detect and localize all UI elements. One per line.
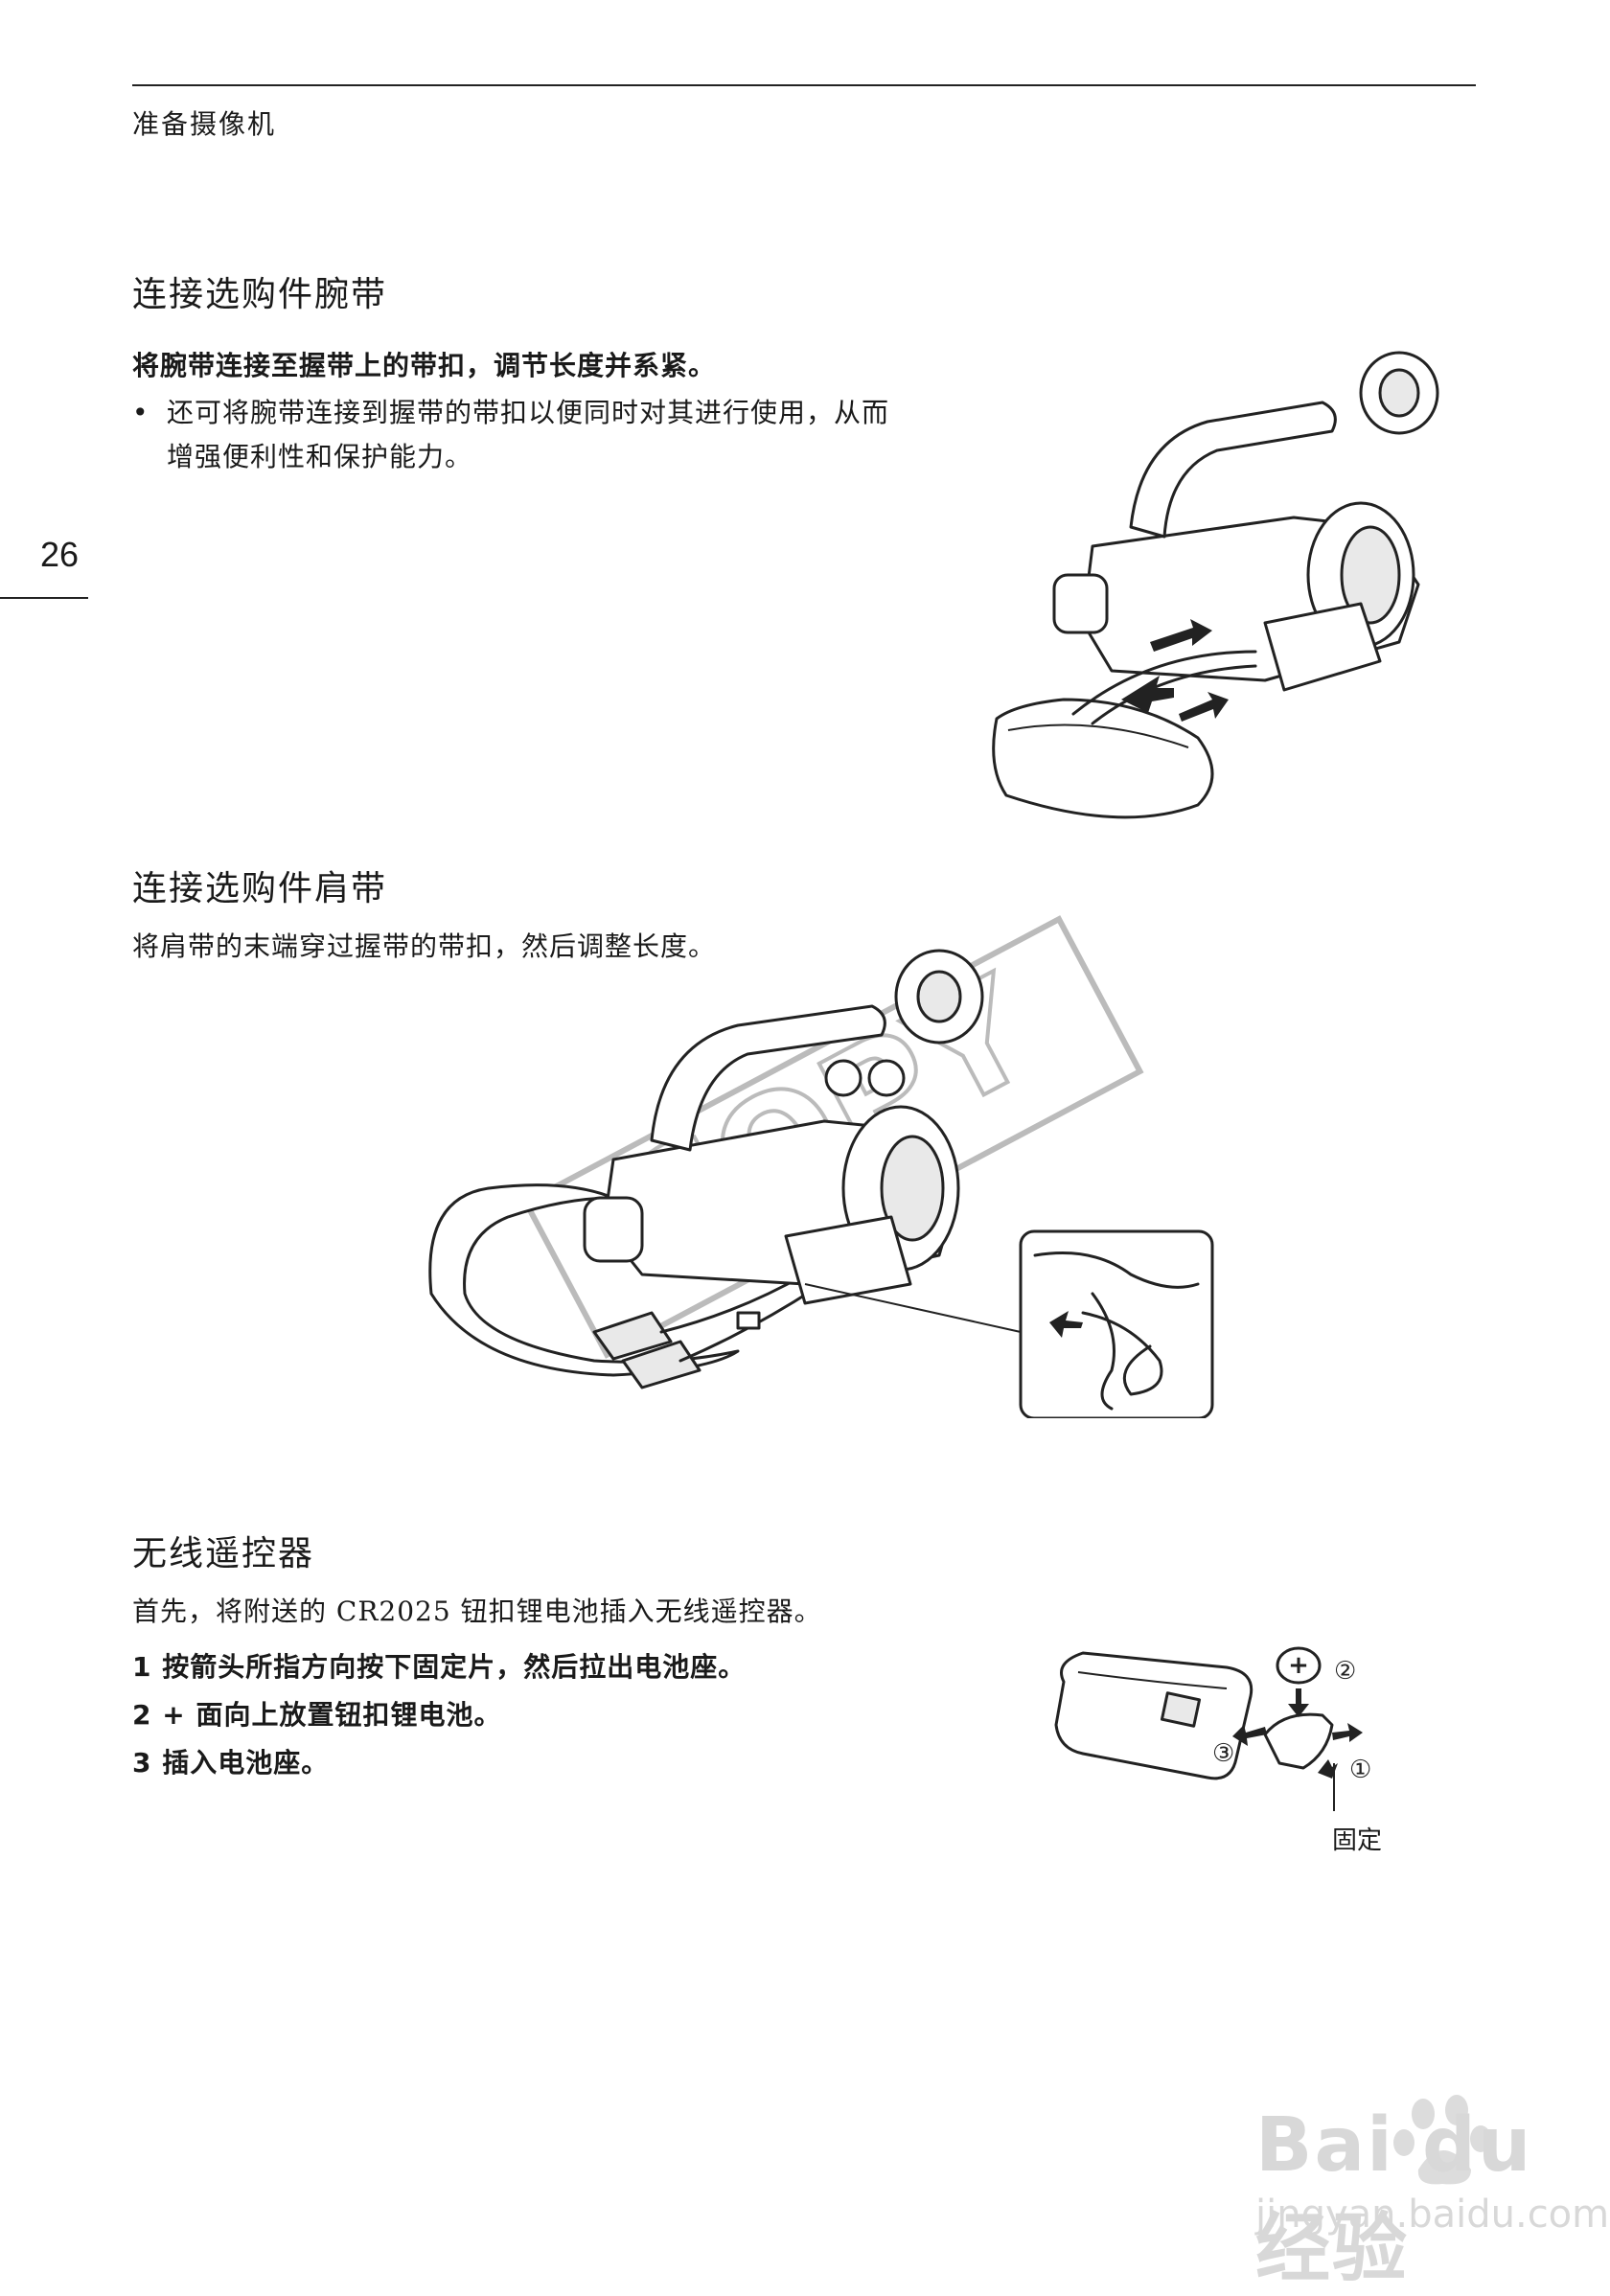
- baidu-watermark: Bai du 经验 jingyan.baidu.com: [1150, 2093, 1609, 2292]
- shoulder-strap-heading: 连接选购件肩带: [132, 869, 388, 908]
- fix-tab-label: 固定: [1332, 1826, 1383, 1855]
- shoulder-strap-illustration: COPY: [428, 915, 1214, 1418]
- running-header: 准备摄像机: [132, 108, 277, 140]
- page-number-rule: [0, 597, 88, 599]
- bullet-line-1: 还可将腕带连接到握带的带扣以便同时对其进行使用，从而: [167, 397, 890, 428]
- callout-3: ③: [1212, 1739, 1234, 1768]
- callout-1: ①: [1349, 1756, 1371, 1784]
- remote-step-2: 2 + 面向上放置钮扣锂电池。: [132, 1699, 502, 1731]
- header-rule: [132, 84, 1476, 86]
- battery-plus-sign: +: [1288, 1651, 1309, 1680]
- wrist-strap-instruction: 将腕带连接至握带上的带扣，调节长度并系紧。: [132, 350, 717, 381]
- remote-step-3: 3 插入电池座。: [132, 1747, 330, 1779]
- paw-icon: [1393, 2095, 1491, 2185]
- remote-battery-illustration: + ② ③ ①: [1054, 1646, 1371, 1811]
- watermark-url: jingyan.baidu.com: [1255, 2193, 1610, 2237]
- page-number: 26: [40, 535, 80, 574]
- wrist-strap-heading: 连接选购件腕带: [132, 275, 388, 314]
- remote-heading: 无线遥控器: [132, 1534, 315, 1573]
- remote-intro: 首先，将附送的 CR2025 钮扣锂电池插入无线遥控器。: [132, 1596, 822, 1627]
- bullet-line-2: 增强便利性和保护能力。: [167, 441, 473, 472]
- watermark-brand: Bai du 经验: [1255, 2102, 1533, 2292]
- wrist-strap-illustration: [992, 351, 1439, 819]
- callout-2: ②: [1334, 1657, 1356, 1686]
- bullet-symbol: •: [132, 397, 150, 428]
- shoulder-strap-instruction: 将肩带的末端穿过握带的带扣，然后调整长度。: [132, 930, 717, 962]
- remote-step-1: 1 按箭头所指方向按下固定片，然后拉出电池座。: [132, 1651, 747, 1683]
